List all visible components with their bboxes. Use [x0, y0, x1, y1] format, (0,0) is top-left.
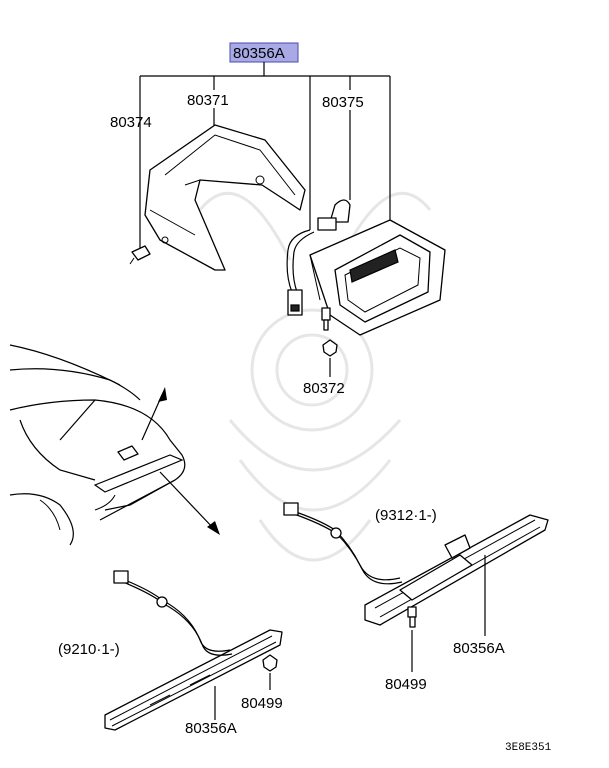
lamp-right-part: [283, 502, 549, 672]
bulb-part: [317, 199, 351, 231]
screw-left-part: [129, 245, 151, 265]
car-rear: [9, 344, 186, 546]
wiring-harness: [286, 229, 315, 316]
label-top-assembly[interactable]: 80356A: [233, 45, 285, 62]
nut-part: [322, 339, 338, 377]
label-nut[interactable]: 80372: [303, 380, 345, 397]
label-date-lower-left[interactable]: (9210·1-): [58, 641, 120, 658]
label-lamp-lower[interactable]: 80356A: [185, 720, 237, 737]
direction-arrows: [141, 387, 220, 535]
diagram-code: 3E8E351: [505, 742, 552, 754]
label-grommet-right[interactable]: 80499: [385, 676, 427, 693]
label-date-right[interactable]: (9312·1-): [375, 507, 437, 524]
housing-cover-part: [144, 124, 306, 271]
lamp-lower-part: [104, 570, 283, 731]
leader-lines-top: [139, 62, 391, 248]
label-housing-cover[interactable]: 80371: [187, 92, 229, 109]
lamp-bolt: [321, 307, 331, 331]
label-bulb[interactable]: 80375: [322, 94, 364, 111]
label-screw-left[interactable]: 80374: [110, 114, 152, 131]
label-grommet-left[interactable]: 80499: [241, 695, 283, 712]
label-lamp-right[interactable]: 80356A: [453, 640, 505, 657]
